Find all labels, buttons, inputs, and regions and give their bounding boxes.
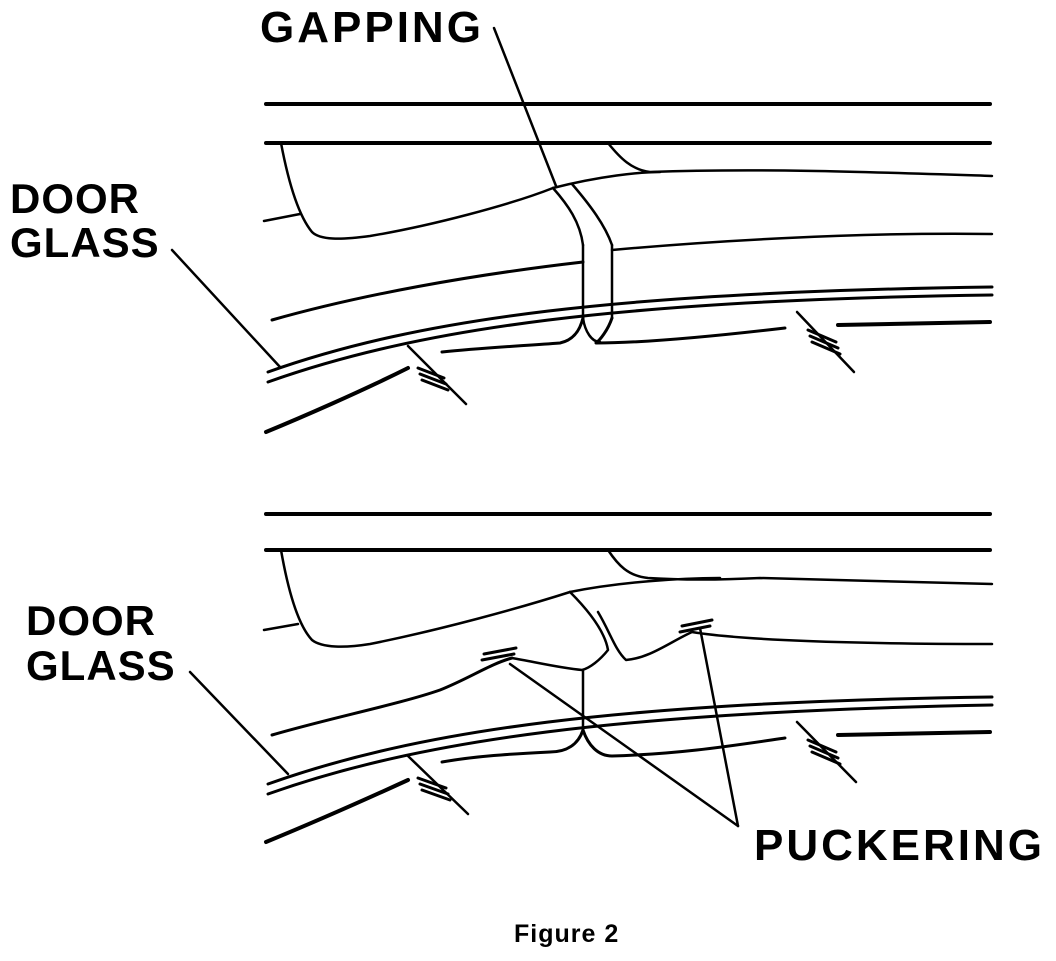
top-glass-channel-2 [266,293,994,384]
bottom-joint-right [596,610,994,662]
top-door-glass-leader-line [170,248,282,369]
top-outer-body-curve [264,366,410,434]
bottom-glass-channel-2 [266,703,994,796]
bottom-joint-left [510,590,610,672]
bottom-pucker-mark-right [678,618,714,634]
gapping-leader-line [492,26,558,188]
bottom-break-hatch-left [416,776,452,802]
top-curl-a [581,316,602,344]
bottom-glass-channel-1 [266,695,994,786]
top-break-hatch-right [806,328,842,356]
top-break-hatch-left [416,366,450,392]
top-left-lower-contour [270,260,585,322]
top-panel-drawing [170,26,994,434]
top-glass-channel-1 [266,285,994,374]
top-left-molding [279,141,555,240]
bottom-lower-seal-left [440,728,585,764]
top-lower-seal-mid [594,316,787,345]
bottom-break-hatch-right [806,738,842,766]
bottom-panel-drawing [188,512,994,844]
gapping-label: GAPPING [260,3,484,52]
bottom-right-molding [606,548,994,586]
top-right-molding [606,141,994,178]
puckering-label: PUCKERING [754,821,1046,870]
bottom-glass-label: GLASS [26,642,176,689]
puckering-leader-line-right [698,626,740,828]
bottom-left-molding-tail [262,622,300,632]
top-right-lower-contour [610,232,994,252]
bottom-pucker-mark-left [480,646,518,662]
top-glass-label: GLASS [10,219,160,266]
bottom-lower-seal-right [836,730,992,737]
bottom-door-label: DOOR [26,597,156,644]
top-gap-right-edge [570,182,614,247]
top-left-molding-tail [262,212,302,223]
bottom-left-molding [279,548,572,648]
bottom-outer-body-curve [264,778,410,844]
top-lower-seal-left [440,316,585,354]
puckering-leader-line-left [508,662,740,828]
top-molding-joint-top [551,170,662,190]
bottom-door-glass-leader-line [188,670,290,776]
bottom-left-lower-contour [270,656,514,737]
top-gap-left-edge [551,186,585,247]
bottom-molding-joint-top [568,576,722,594]
top-lower-seal-right [836,320,992,327]
figure-caption: Figure 2 [514,920,620,948]
bottom-lower-seal-mid [581,728,787,758]
top-door-label: DOOR [10,175,140,222]
